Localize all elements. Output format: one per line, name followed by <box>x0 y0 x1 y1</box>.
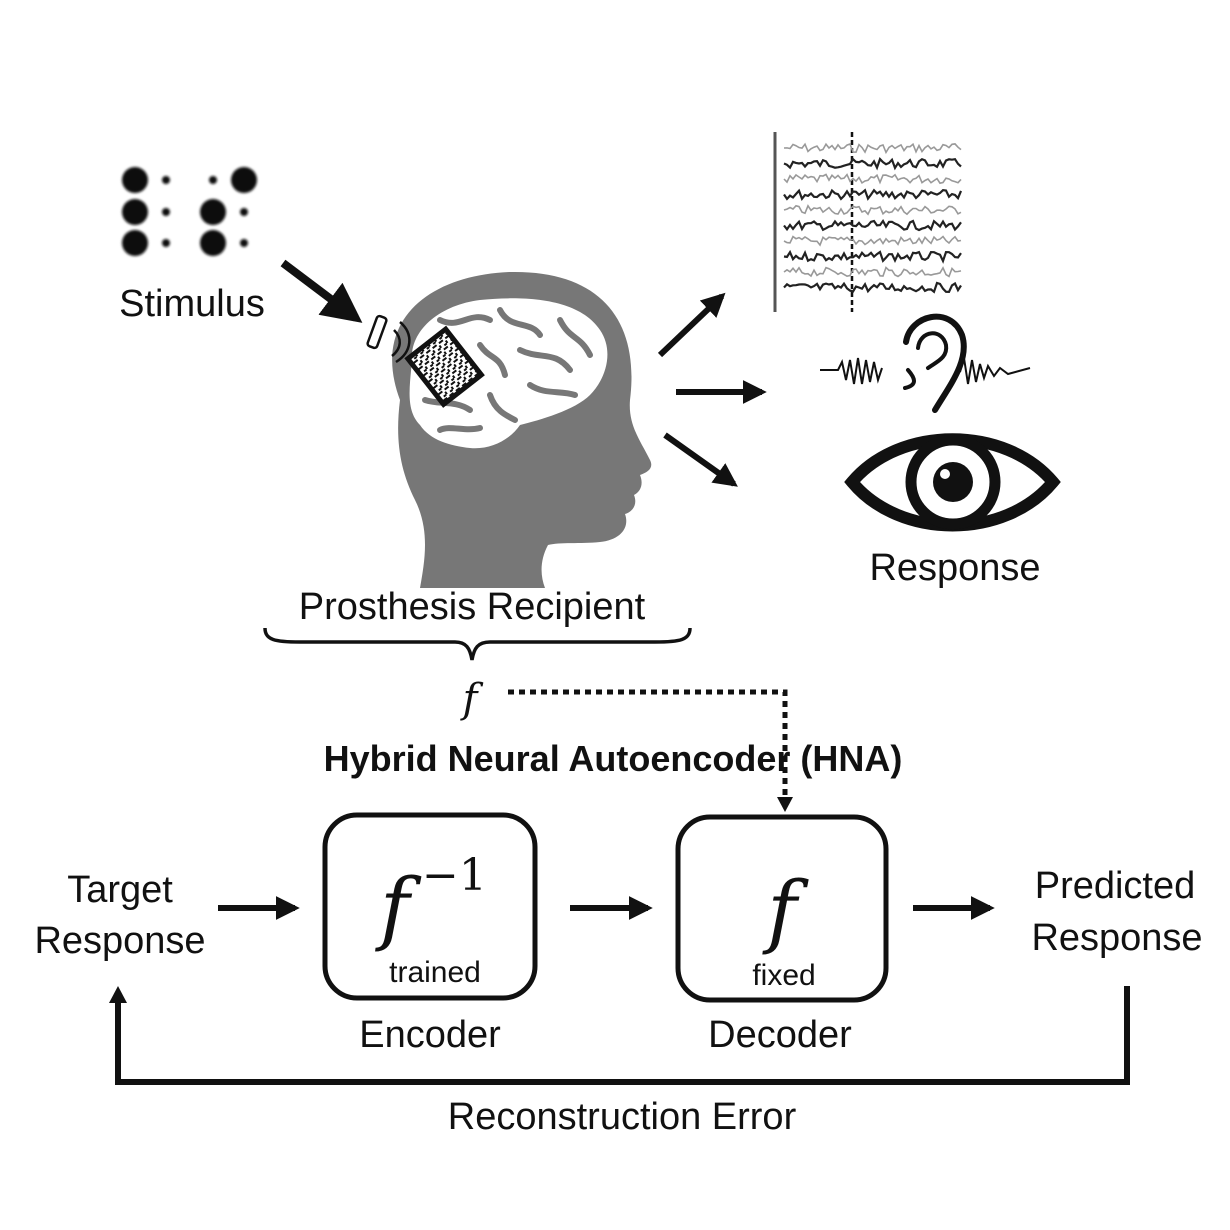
target-response-label-line1: Target <box>67 869 173 911</box>
reconstruction-error-feedback-line <box>115 986 1130 1085</box>
eeg-trace <box>783 142 962 155</box>
recipient-label: Prosthesis Recipient <box>299 586 646 628</box>
braille-dot-flat <box>162 208 170 216</box>
feedback-arrowhead <box>109 986 127 1003</box>
braille-dot-raised <box>122 230 148 256</box>
braille-dot-flat <box>240 239 248 247</box>
reconstruction-error-label: Reconstruction Error <box>448 1096 797 1138</box>
encoder-block: f −1 trained <box>322 812 538 1001</box>
eeg-trace <box>783 157 962 171</box>
braille-dot-flat <box>240 208 248 216</box>
recipient-brace <box>263 627 692 661</box>
hna-title: Hybrid Neural Autoencoder (HNA) <box>324 738 903 779</box>
model-transfer-arrowhead <box>777 797 793 812</box>
target-response-label-line2: Response <box>34 920 205 962</box>
braille-stimulus-icon <box>122 167 257 256</box>
recipient-function-symbol: f <box>460 676 484 722</box>
braille-dot-raised <box>122 199 148 225</box>
stimulus-arrow <box>280 259 363 323</box>
response-label: Response <box>869 547 1040 589</box>
response-arrows <box>657 292 767 487</box>
braille-dot-raised <box>122 167 148 193</box>
braille-dot-raised <box>231 167 257 193</box>
decoder-label: Decoder <box>708 1014 852 1056</box>
arrow-to-eye <box>663 432 738 487</box>
model-transfer-dotted-arrow <box>508 689 788 800</box>
predicted-response-label-line1: Predicted <box>1035 865 1196 907</box>
eeg-trace <box>783 188 963 202</box>
eeg-trace <box>783 266 962 278</box>
wireless-transmitter-icon <box>366 314 411 364</box>
eeg-trace <box>783 235 962 247</box>
eeg-signal-icon <box>773 132 963 312</box>
brain-icon <box>409 298 608 449</box>
decoder-status: fixed <box>752 959 815 992</box>
head-silhouette-icon <box>366 271 652 588</box>
braille-dot-raised <box>200 230 226 256</box>
implant-chip-icon <box>404 325 485 408</box>
encoder-box <box>322 812 538 1001</box>
encoder-label: Encoder <box>359 1014 501 1056</box>
eye-icon <box>844 433 1061 532</box>
predicted-response-label-line2: Response <box>1031 917 1202 959</box>
eeg-trace <box>783 281 962 294</box>
arrow-to-eeg <box>657 292 726 358</box>
eeg-trace <box>783 173 962 185</box>
braille-dot-flat <box>162 239 170 247</box>
decoder-box <box>675 814 889 1003</box>
braille-dot-flat <box>162 176 170 184</box>
eeg-trace <box>783 218 962 232</box>
ear-with-sound-icon <box>820 313 1031 413</box>
decoder-block: f fixed <box>675 814 889 1003</box>
eeg-trace <box>783 204 962 216</box>
eeg-trace <box>783 249 962 264</box>
braille-dot-raised <box>200 199 226 225</box>
stimulus-label: Stimulus <box>119 283 265 325</box>
braille-dot-flat <box>209 176 217 184</box>
encoder-status: trained <box>389 956 481 989</box>
encoder-superscript: −1 <box>422 850 487 901</box>
